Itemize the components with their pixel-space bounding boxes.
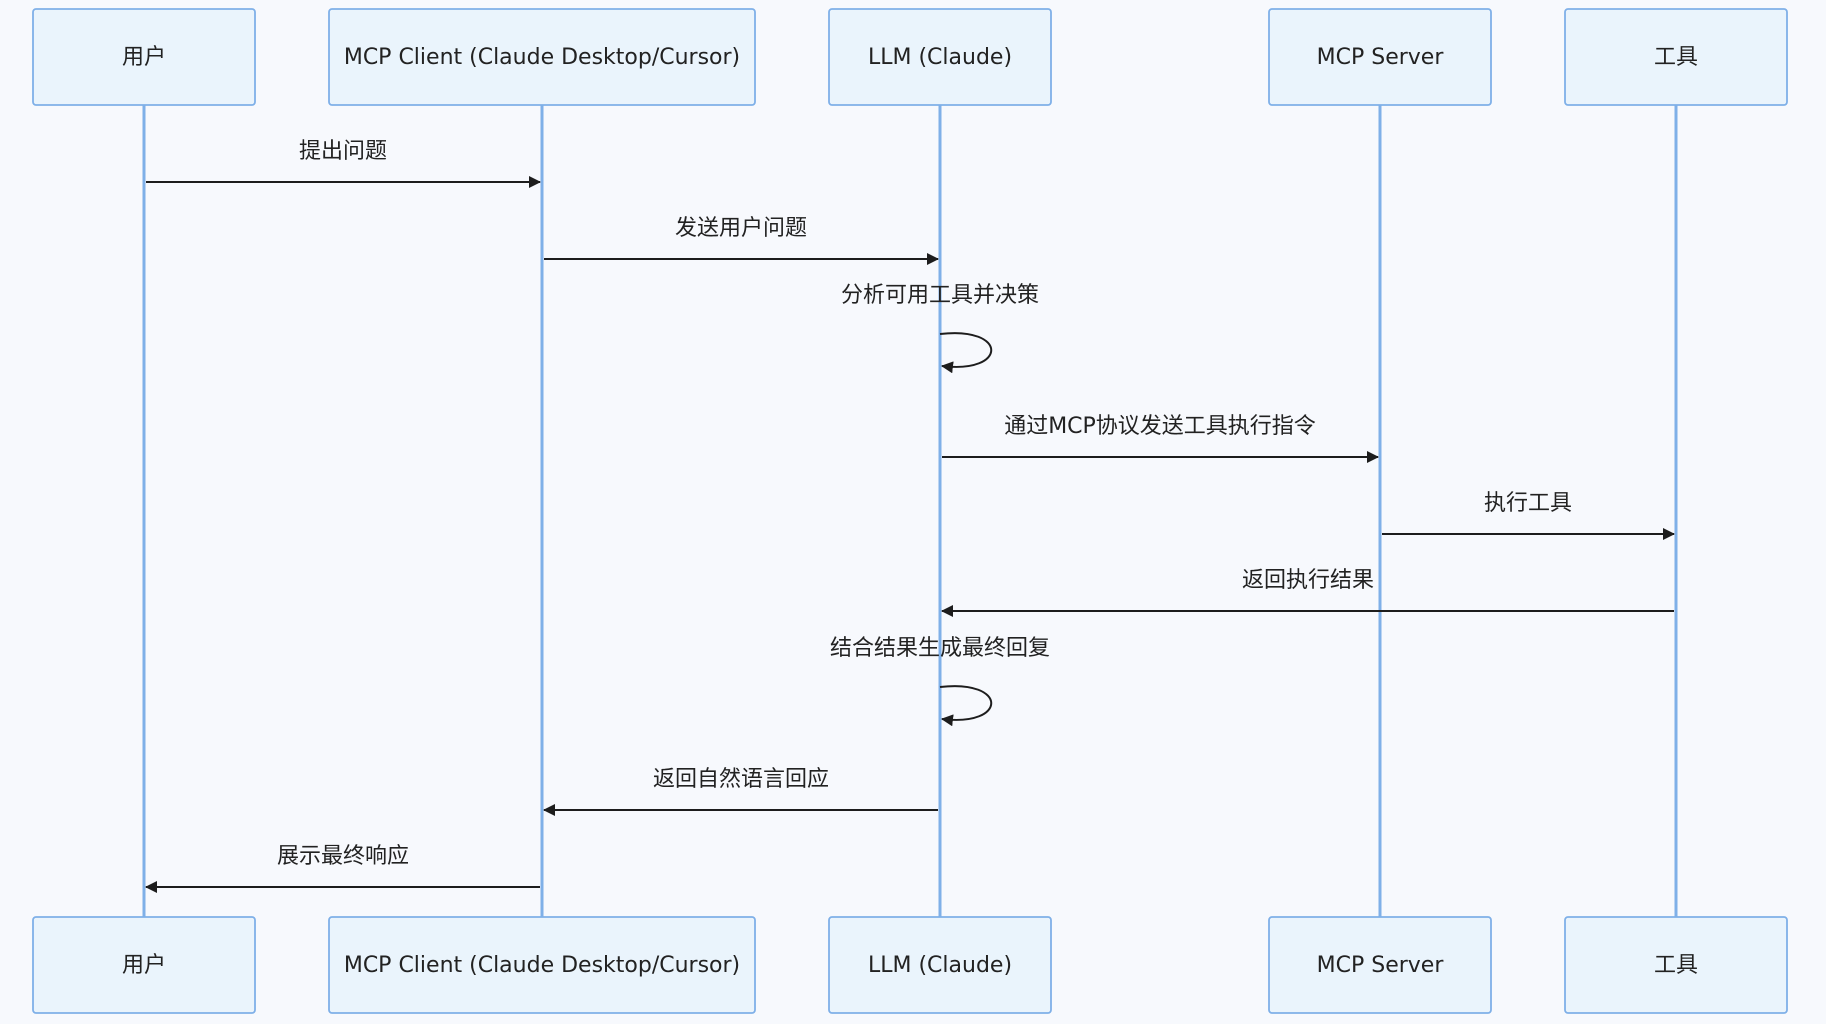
participant-box [1564,916,1788,1014]
message-5: 执行工具 [1382,491,1675,540]
participant-client-top: MCP Client (Claude Desktop/Cursor) [328,8,756,106]
participant-tool-top: 工具 [1564,8,1788,106]
participant-tool-bottom: 工具 [1564,916,1788,1014]
participant-label: LLM (Claude) [868,45,1012,70]
participant-box [828,8,1052,106]
message-2: 发送用户问题 [544,216,939,265]
participant-user-top: 用户 [32,8,256,106]
participant-label: 用户 [122,45,166,70]
message-8: 返回自然语言回应 [543,767,938,816]
message-label: 返回自然语言回应 [653,767,829,792]
message-3: 分析可用工具并决策 [841,283,1039,374]
participant-llm-top: LLM (Claude) [828,8,1052,106]
self-message-arrow [939,332,993,374]
participant-label: 用户 [122,953,166,978]
participant-user-bottom: 用户 [32,916,256,1014]
participant-server-bottom: MCP Server [1268,916,1492,1014]
participant-box [32,8,256,106]
lifelines [142,105,1678,917]
participant-box [32,916,256,1014]
self-message-arrow [939,685,993,727]
participant-server-top: MCP Server [1268,8,1492,106]
participant-label: 工具 [1654,953,1698,978]
message-label: 提出问题 [299,139,387,164]
participant-label: MCP Client (Claude Desktop/Cursor) [344,953,740,978]
participant-llm-bottom: LLM (Claude) [828,916,1052,1014]
participant-label: MCP Server [1317,953,1445,978]
message-label: 展示最终响应 [277,844,409,869]
message-7: 结合结果生成最终回复 [830,636,1050,727]
participant-client-bottom: MCP Client (Claude Desktop/Cursor) [328,916,756,1014]
participant-label: MCP Client (Claude Desktop/Cursor) [344,45,740,70]
message-label: 结合结果生成最终回复 [830,636,1050,661]
participant-box [1564,8,1788,106]
message-9: 展示最终响应 [145,844,540,893]
messages: 提出问题发送用户问题分析可用工具并决策通过MCP协议发送工具执行指令执行工具返回… [145,139,1675,893]
message-6: 返回执行结果 [941,568,1674,617]
participant-box [328,8,756,106]
message-label: 返回执行结果 [1242,568,1374,593]
participant-label: 工具 [1654,45,1698,70]
participant-box [1268,916,1492,1014]
message-label: 执行工具 [1484,491,1572,516]
participant-box [328,916,756,1014]
message-4: 通过MCP协议发送工具执行指令 [942,414,1379,463]
participant-box [1268,8,1492,106]
message-label: 发送用户问题 [675,216,807,241]
participant-label: LLM (Claude) [868,953,1012,978]
message-1: 提出问题 [146,139,541,188]
participant-label: MCP Server [1317,45,1445,70]
message-label: 分析可用工具并决策 [841,283,1039,308]
participant-box [828,916,1052,1014]
message-label: 通过MCP协议发送工具执行指令 [1004,414,1316,439]
